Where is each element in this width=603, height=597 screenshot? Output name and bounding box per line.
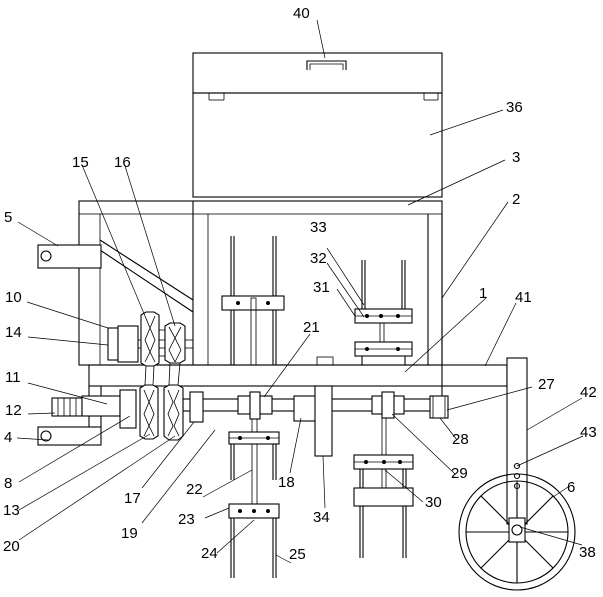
callout-8: 8 bbox=[4, 475, 12, 492]
callout-32: 32 bbox=[310, 250, 327, 267]
callout-10: 10 bbox=[5, 289, 22, 306]
callout-24: 24 bbox=[201, 545, 218, 562]
center-post bbox=[315, 386, 332, 456]
callout-4: 4 bbox=[4, 429, 12, 446]
callout-42: 38 bbox=[579, 544, 596, 561]
hopper-box bbox=[193, 93, 442, 201]
callout-34: 34 bbox=[313, 509, 330, 526]
upper-left-tines bbox=[222, 236, 284, 365]
callout-23: 23 bbox=[178, 511, 195, 528]
leader-lines bbox=[17, 20, 583, 563]
callout-40: 41 bbox=[515, 289, 532, 306]
callout-11: 11 bbox=[5, 369, 21, 386]
callout-28: 28 bbox=[452, 431, 469, 448]
callout-19: 19 bbox=[121, 525, 138, 542]
callout-33: 33 bbox=[310, 219, 327, 236]
upper-right-tines bbox=[355, 260, 412, 365]
callout-41: 42 bbox=[580, 384, 597, 401]
callout-17: 17 bbox=[124, 490, 141, 507]
callout-31: 31 bbox=[313, 279, 330, 296]
callout-16: 16 bbox=[114, 154, 131, 171]
callout-14: 14 bbox=[5, 324, 22, 341]
callout-18: 18 bbox=[278, 474, 295, 491]
callout-6: 6 bbox=[567, 479, 575, 496]
callout-15: 15 bbox=[72, 154, 89, 171]
callout-2: 2 bbox=[512, 191, 520, 208]
callout-29: 29 bbox=[451, 465, 468, 482]
callout-13: 13 bbox=[3, 502, 20, 519]
callout-5: 5 bbox=[4, 209, 12, 226]
callout-3: 3 bbox=[512, 149, 520, 166]
callout-12: 12 bbox=[5, 402, 22, 419]
callout-38: 40 bbox=[293, 5, 310, 22]
callout-27: 27 bbox=[538, 376, 555, 393]
callout-1: 1 bbox=[479, 285, 487, 302]
callout-43: 43 bbox=[580, 424, 597, 441]
callout-22: 22 bbox=[186, 481, 203, 498]
callout-20: 20 bbox=[3, 538, 20, 555]
ground-wheel bbox=[459, 474, 575, 590]
callout-21: 21 bbox=[303, 319, 320, 336]
callout-36: 36 bbox=[506, 99, 523, 116]
lid-handle bbox=[307, 61, 346, 70]
upper-shaft bbox=[108, 312, 193, 366]
lower-right-tines bbox=[354, 418, 413, 558]
lower-left-tines bbox=[229, 419, 279, 578]
callout-30: 30 bbox=[425, 494, 442, 511]
upper-hitch-plate bbox=[38, 245, 101, 268]
callout-25: 25 bbox=[289, 546, 306, 563]
